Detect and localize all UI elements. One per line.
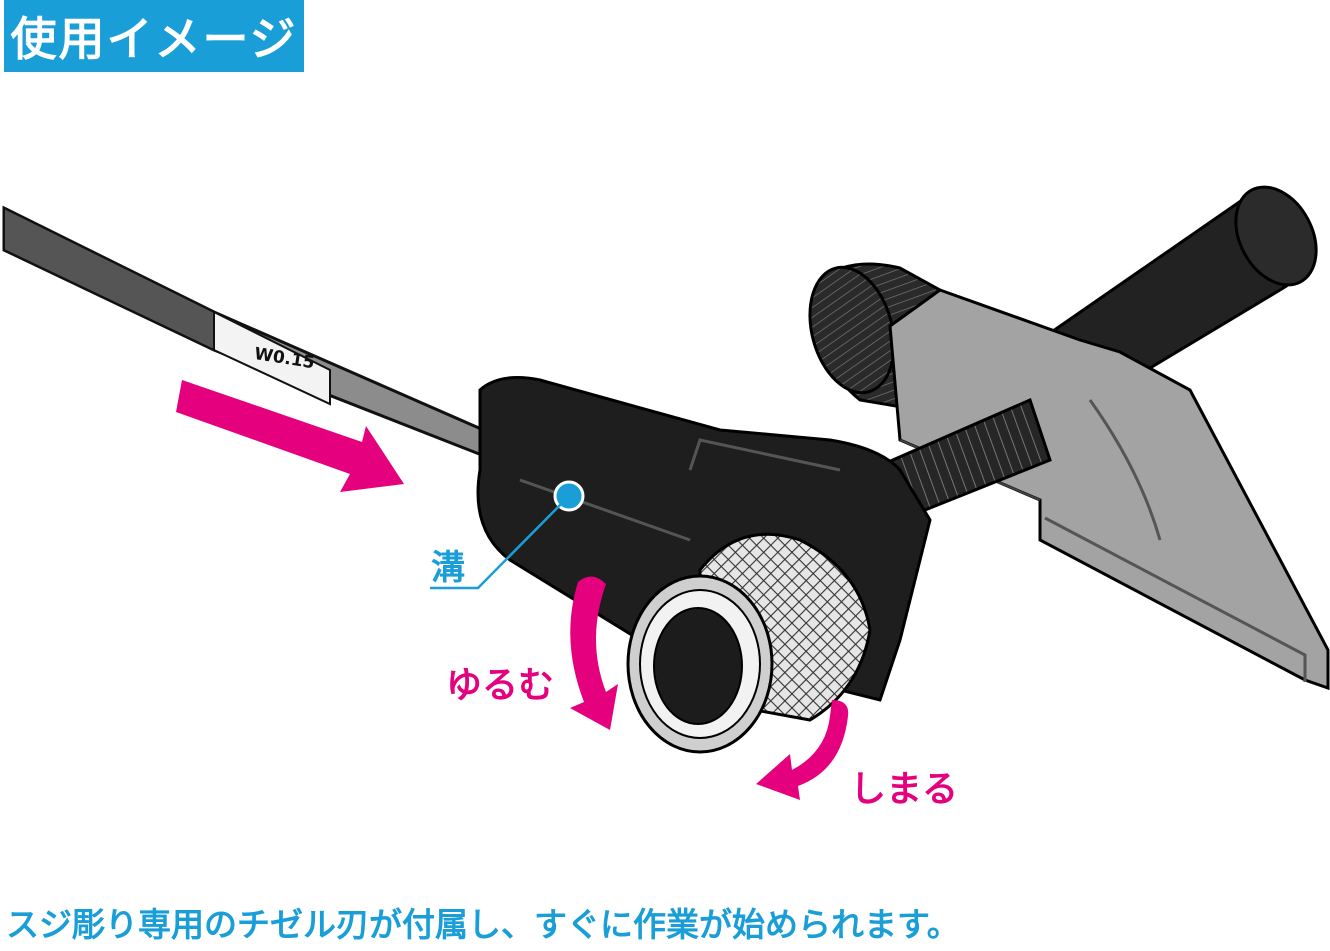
- title-badge: 使用イメージ: [4, 0, 304, 72]
- steel-guide-body: [888, 288, 1330, 691]
- loosen-label: ゆるむ: [446, 665, 555, 706]
- front-knurled-knob: [626, 532, 872, 754]
- groove-label: 溝: [431, 548, 465, 588]
- groove-callout: [430, 480, 585, 590]
- page-title: 使用イメージ: [10, 12, 298, 66]
- loosen-arrow: [570, 576, 618, 730]
- caption-text: スジ彫り専用のチゼル刃が付属し、すぐに作業が始められます。: [6, 905, 960, 944]
- tighten-arrow: [756, 700, 849, 800]
- tighten-label: しまる: [850, 769, 959, 810]
- push-direction-arrow: [176, 380, 404, 492]
